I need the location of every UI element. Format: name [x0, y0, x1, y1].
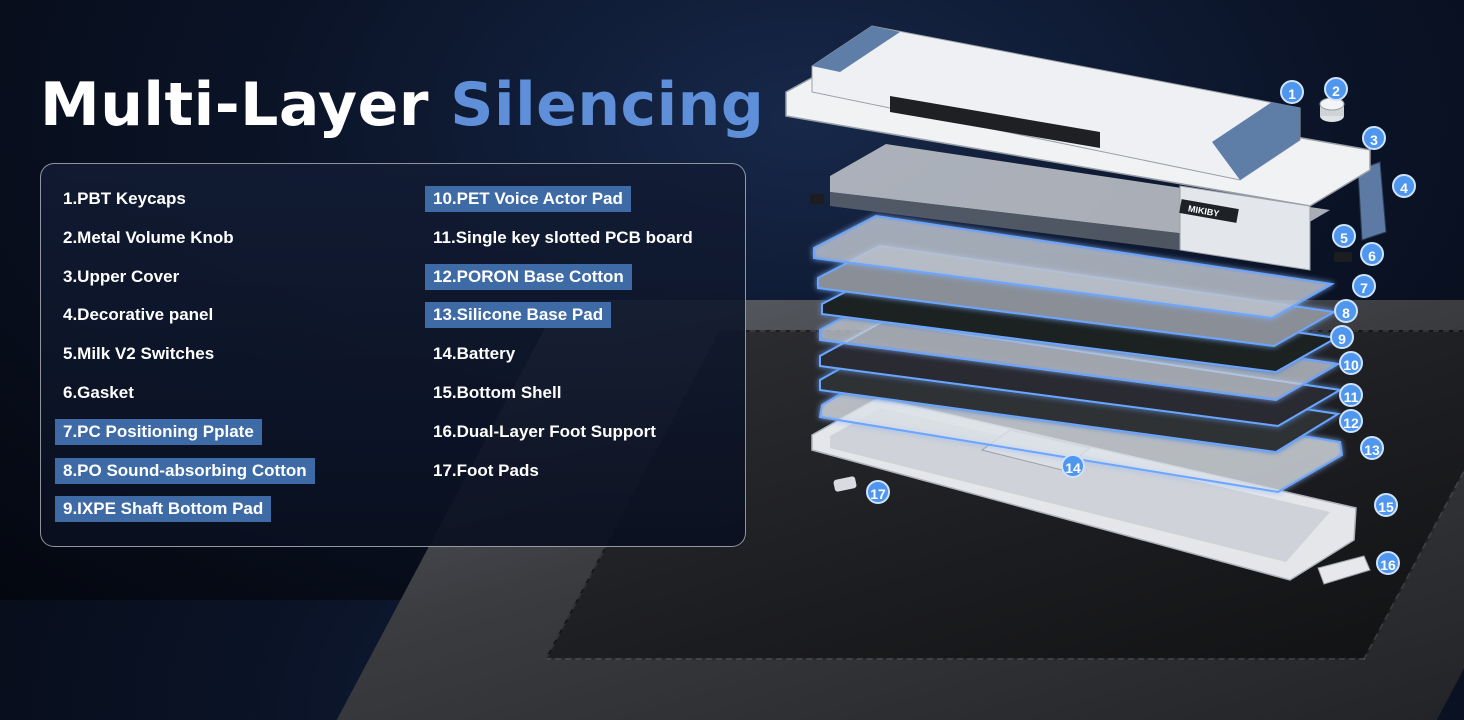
layer-badge: 8	[1334, 299, 1358, 323]
milk-switches-shadow	[830, 192, 1272, 262]
layer-list-item: 17.Foot Pads	[433, 460, 539, 480]
layer-badge: 5	[1332, 224, 1356, 248]
keycaps-black-row	[890, 96, 1100, 148]
decorative-panel	[1357, 161, 1387, 241]
keycaps-blue-right	[1212, 102, 1300, 180]
gasket	[810, 194, 824, 204]
bottom-shell-inner	[830, 408, 1330, 562]
brand-badge	[1179, 199, 1239, 223]
layer-list-item: 15.Bottom Shell	[433, 382, 562, 402]
layer-list-item: 1.PBT Keycaps	[63, 189, 186, 208]
layer-list-left: 1.PBT Keycaps 2.Metal Volume Knob 3.Uppe…	[55, 186, 315, 535]
page-title: Multi-Layer Silencing	[40, 70, 764, 140]
layer-list-item-highlighted: 7.PC Positioning Pplate	[55, 418, 315, 445]
layer-badge: 2	[1324, 77, 1348, 101]
layer-list-item: 4.Decorative panel	[63, 305, 214, 325]
layer-badge: 16	[1376, 551, 1400, 575]
layer-list-item: 5.Milk V2 Switches	[63, 344, 215, 364]
layer-list-item-highlighted: 10.PET Voice Actor Pad	[425, 186, 701, 212]
layer-badge: 14	[1061, 454, 1085, 478]
layer-list-item: 6.Gasket	[63, 382, 134, 402]
layer-list-right: 10.PET Voice Actor Pad 11.Single key slo…	[425, 186, 701, 496]
layer-badge: 15	[1374, 493, 1398, 517]
layer-list-item-highlighted: 9.IXPE Shaft Bottom Pad	[55, 496, 315, 523]
layer-badge: 13	[1360, 436, 1384, 460]
title-part-1: Multi-Layer	[40, 70, 451, 140]
layer-list-item: 11.Single key slotted PCB board	[433, 227, 693, 247]
layer-list-item: 14.Battery	[433, 344, 516, 364]
layer-badge: 3	[1362, 126, 1386, 150]
exploded-keyboard-illustration: MIKIBY	[785, 25, 1387, 585]
layer-badge: 12	[1339, 409, 1363, 433]
pc-positioning-plate	[813, 214, 1336, 320]
title-part-2: Silencing	[450, 70, 765, 140]
layer-list-item: 16.Dual-Layer Foot Support	[433, 421, 656, 441]
layer-badge: 4	[1392, 174, 1416, 198]
layer-list-item: 3.Upper Cover	[63, 266, 180, 286]
layer-badge: 11	[1339, 383, 1363, 407]
layer-list-panel: 1.PBT Keycaps 2.Metal Volume Knob 3.Uppe…	[40, 163, 746, 547]
keycaps-blue-left	[812, 26, 900, 72]
foot-pad	[833, 476, 857, 492]
foot-support	[1317, 555, 1371, 585]
layer-badge: 17	[866, 480, 890, 504]
layer-badge: 9	[1330, 325, 1354, 349]
layer-badge: 10	[1339, 351, 1363, 375]
layer-badge: 1	[1280, 80, 1304, 104]
layer-badge: 7	[1352, 274, 1376, 298]
layer-list-item-highlighted: 12.PORON Base Cotton	[425, 263, 701, 290]
layer-list-item-highlighted: 8.PO Sound-absorbing Cotton	[55, 457, 315, 484]
layer-badge: 6	[1360, 242, 1384, 266]
layer-list-item: 2.Metal Volume Knob	[63, 227, 234, 247]
gasket	[1334, 252, 1352, 262]
layer-list-item-highlighted: 13.Silicone Base Pad	[425, 302, 701, 329]
